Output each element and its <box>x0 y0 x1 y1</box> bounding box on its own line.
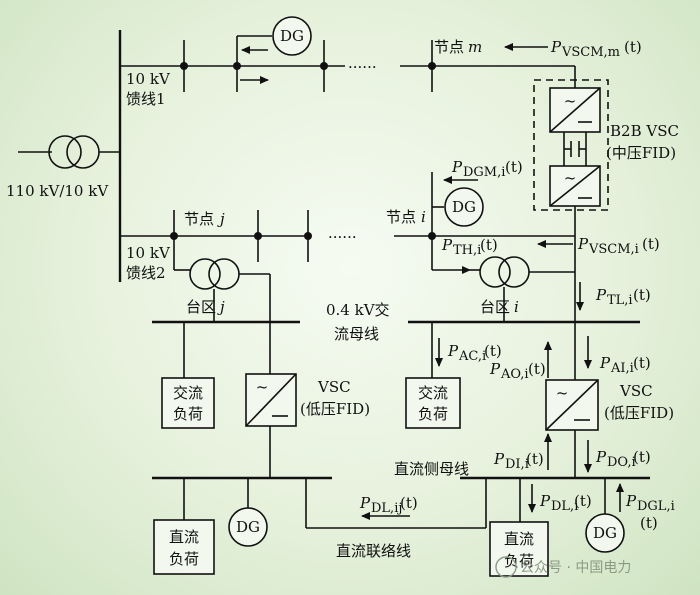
p-dgm-t: (t) <box>505 158 523 176</box>
watermark-logo-icon <box>495 556 517 578</box>
ac-load-i-label-a: 交流 <box>418 384 448 402</box>
p-do-t: (t) <box>633 448 651 466</box>
node-m-label-a: 节点 <box>434 38 464 56</box>
vsc-i-label-b: (低压FID) <box>604 404 674 422</box>
p-th-sub: TH,i <box>453 243 481 258</box>
dg-dc-j-label: DG <box>236 518 260 536</box>
p-vscm-i-t: (t) <box>642 235 660 253</box>
p-di: P <box>493 450 505 468</box>
b2b-vsc-frame <box>533 79 609 211</box>
p-vscm-m-sub: VSCM,m <box>561 45 620 60</box>
p-do-sub: DO,i <box>607 455 636 470</box>
p-dgl: P <box>625 492 637 510</box>
transformer-area-j <box>173 258 270 322</box>
node-i-label-b: i <box>421 208 426 226</box>
p-di-sub: DI,i <box>505 457 529 472</box>
dc-load-i-label-b: 负荷 <box>504 552 534 570</box>
p-ao: P <box>489 360 501 378</box>
dc-bus-label: 直流侧母线 <box>394 460 469 478</box>
feeder1-label-b: 馈线1 <box>126 90 166 108</box>
dg-feeder1 <box>272 16 312 56</box>
ac-load-j-label-a: 交流 <box>173 384 203 402</box>
ac-load-i-label-b: 负荷 <box>418 405 448 423</box>
p-vscm-i-sub: VSCM,i <box>588 242 639 257</box>
dg-node-i-label: DG <box>452 198 476 216</box>
area-i-label-a: 台区 <box>480 298 510 316</box>
p-vscm-i: P <box>577 235 589 253</box>
p-th-t: (t) <box>480 236 498 254</box>
vsc-j-label-a: VSC <box>317 378 351 396</box>
feeder1-dots: ······ <box>348 58 377 76</box>
p-dl-ij: P <box>359 494 371 512</box>
p-dl-i-t: (t) <box>574 492 592 510</box>
p-dgl-sub: DGL,i <box>637 499 675 514</box>
dc-load-j-label-a: 直流 <box>169 528 199 546</box>
p-do: P <box>595 448 607 466</box>
main-transformer-label: 110 kV/10 kV <box>6 182 109 200</box>
node-i-label-a: 节点 <box>386 208 416 226</box>
dg-node-i <box>444 187 484 227</box>
node-j-label-a: 节点 <box>184 210 214 228</box>
p-vscm-m: P <box>550 38 562 56</box>
feeder2-dots: ······ <box>328 228 357 246</box>
svg-text:~: ~ <box>556 384 569 402</box>
p-ac-sub: AC,i <box>458 349 486 364</box>
feeder1-label-a: 10 kV <box>126 70 171 88</box>
feeder2-label-b: 馈线2 <box>126 264 166 282</box>
p-ac-t: (t) <box>484 342 502 360</box>
p-ao-t: (t) <box>528 360 546 378</box>
p-ao-sub: AO,i <box>500 367 529 382</box>
main-transformer <box>18 135 120 169</box>
dc-load-j <box>153 519 215 575</box>
b2b-label-a: B2B VSC <box>610 122 679 140</box>
p-dl-ij-sub: DL,ij <box>371 501 402 516</box>
watermark: 公众号 · 中国电力 <box>520 560 631 576</box>
area-j-label-a: 台区 <box>186 298 216 316</box>
vsc-i-label-a: VSC <box>619 382 653 400</box>
p-tl: P <box>595 286 607 304</box>
svg-text:~: ~ <box>564 92 577 110</box>
p-dgl-t: (t) <box>640 514 658 532</box>
dg-dc-i <box>585 513 625 553</box>
feeder2-label-a: 10 kV <box>126 244 171 262</box>
p-dl-i: P <box>539 492 551 510</box>
p-ai: P <box>599 354 611 372</box>
node-j-label-b: j <box>217 210 225 228</box>
p-dl-ij-t: (t) <box>400 494 418 512</box>
dc-load-j-label-b: 负荷 <box>169 550 199 568</box>
p-ac: P <box>447 342 459 360</box>
node-m-label-b: m <box>468 38 482 56</box>
b2b-label-b: (中压FID) <box>606 144 676 162</box>
p-dgm: P <box>451 158 463 176</box>
svg-text:~: ~ <box>256 378 269 396</box>
p-dl-i-sub: DL,i <box>551 499 578 514</box>
area-j-label-b: j <box>217 298 225 316</box>
ac-load-j <box>161 377 215 429</box>
ac-bus-label-b: 流母线 <box>334 325 379 343</box>
p-vscm-m-t: (t) <box>624 38 642 56</box>
p-dgm-sub: DGM,i <box>463 165 505 180</box>
ac-load-j-label-b: 负荷 <box>173 405 203 423</box>
dc-tie-label: 直流联络线 <box>336 542 411 560</box>
dc-load-i <box>489 521 549 577</box>
p-ai-t: (t) <box>633 354 651 372</box>
p-ai-sub: AI,i <box>610 361 634 376</box>
p-tl-t: (t) <box>633 286 651 304</box>
svg-text:~: ~ <box>564 169 577 187</box>
ac-load-i <box>405 377 461 429</box>
vsc-j-label-b: (低压FID) <box>300 400 370 418</box>
transformer-area-i <box>470 256 575 322</box>
ac-bus-label-a: 0.4 kV交 <box>326 301 390 319</box>
dg-dc-j <box>228 507 268 547</box>
p-di-t: (t) <box>526 450 544 468</box>
dg-feeder1-label: DG <box>280 27 304 45</box>
p-tl-sub: TL,i <box>607 293 633 308</box>
p-th: P <box>441 236 453 254</box>
area-i-label-b: i <box>514 298 519 316</box>
dg-dc-i-label: DG <box>593 524 617 542</box>
dc-load-i-label-a: 直流 <box>504 530 534 548</box>
